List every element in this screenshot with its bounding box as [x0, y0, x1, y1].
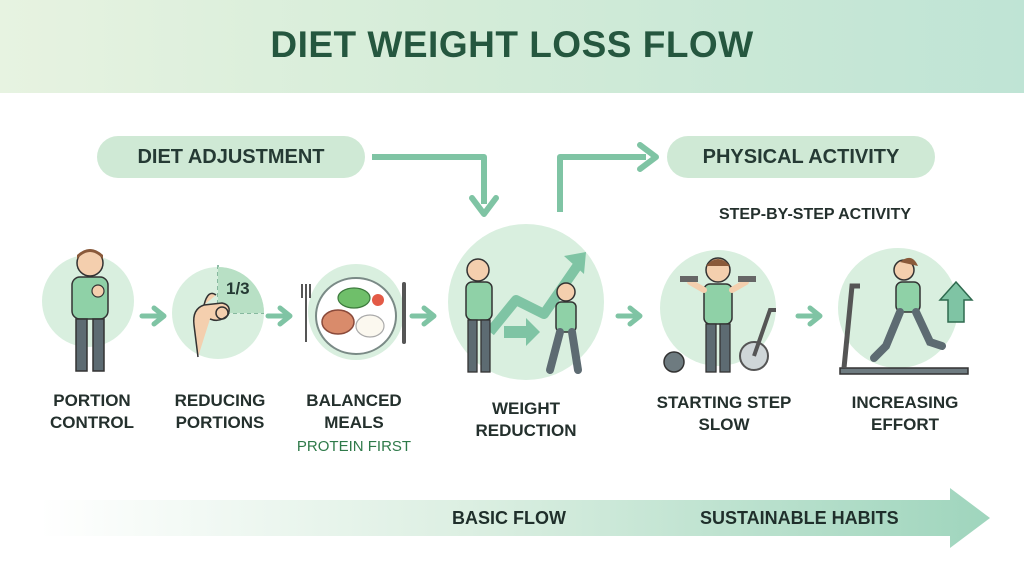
sustainable-habits-label: SUSTAINABLE HABITS [700, 508, 899, 528]
step-increasing-effort: INCREASING EFFORT [838, 392, 972, 436]
step-label-line: CONTROL [49, 413, 135, 432]
step-label-line: INCREASING [851, 393, 959, 412]
step-label-line: STARTING STEP [656, 393, 792, 412]
step-label-line: MEALS [324, 413, 384, 432]
reducing-portions-illustration [172, 265, 264, 359]
starting-slow-illustration [660, 250, 776, 373]
step-weight-reduction: WEIGHT REDUCTION [458, 398, 594, 442]
diet-adjustment-pill: DIET ADJUSTMENT [97, 136, 365, 178]
step-balanced-meals: BALANCED MEALS [292, 390, 416, 434]
portion-control-illustration [42, 249, 134, 372]
step-starting-slow: STARTING STEP SLOW [648, 392, 800, 436]
step-label-line: BALANCED [306, 391, 402, 410]
activity-subtitle: STEP-BY-STEP ACTIVITY [718, 206, 912, 223]
step-label-line: SLOW [698, 415, 750, 434]
step-label-line: PORTION [53, 391, 131, 410]
bottom-flow-arrow [40, 488, 990, 548]
physical-activity-pill: PHYSICAL ACTIVITY [667, 136, 935, 178]
step-label-line: REDUCTION [475, 421, 577, 440]
header-banner: DIET WEIGHT LOSS FLOW [0, 0, 1024, 93]
portion-fraction-label: 1/3 [226, 279, 250, 298]
balanced-meals-illustration [301, 264, 406, 360]
weight-reduction-illustration [448, 224, 604, 380]
step-label-line: EFFORT [871, 415, 939, 434]
step-label-line: REDUCING [174, 391, 266, 410]
step-label-line: WEIGHT [492, 399, 560, 418]
basic-flow-label: BASIC FLOW [452, 508, 566, 528]
step-portion-control: PORTION CONTROL [30, 390, 154, 434]
protein-first-note: PROTEIN FIRST [296, 438, 412, 455]
increasing-effort-illustration [838, 248, 974, 375]
step-label-line: PORTIONS [175, 413, 265, 432]
page-title: DIET WEIGHT LOSS FLOW [270, 24, 754, 65]
step-reducing-portions: REDUCING PORTIONS [158, 390, 282, 434]
